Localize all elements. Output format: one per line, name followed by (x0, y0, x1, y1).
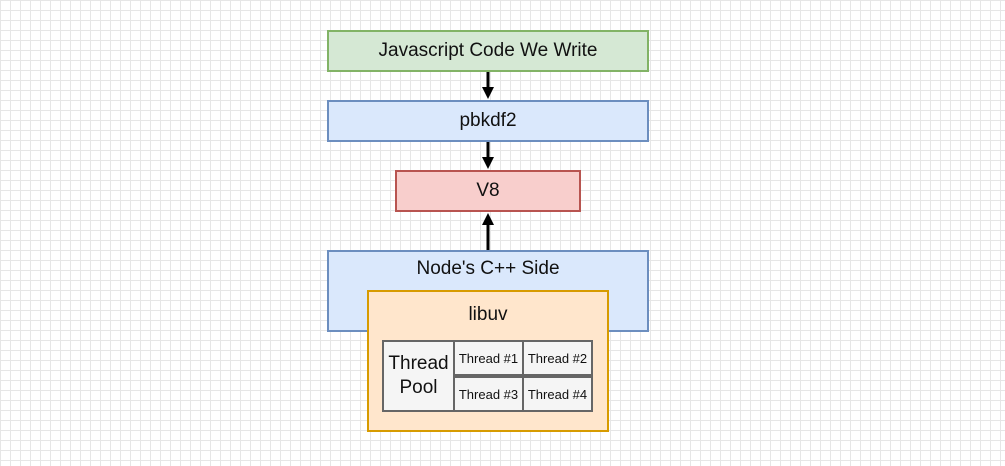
arrow-js-to-pbkdf2 (482, 72, 494, 99)
thread-label-2: Thread #2 (527, 350, 588, 366)
pbkdf2-label: pbkdf2 (459, 110, 517, 131)
thread-label-4: Thread #4 (527, 386, 588, 402)
libuv-label: libuv (468, 304, 508, 325)
thread-pool-label-line2: Pool (399, 377, 438, 398)
thread-cell-2: Thread #2 (522, 340, 593, 376)
thread-cell-3: Thread #3 (453, 376, 524, 412)
v8-box: V8 (395, 170, 581, 212)
pbkdf2-box: pbkdf2 (327, 100, 649, 142)
thread-pool-label-line1: Thread (388, 353, 449, 374)
javascript-code-box: Javascript Code We Write (327, 30, 649, 72)
thread-cell-4: Thread #4 (522, 376, 593, 412)
javascript-code-label: Javascript Code We Write (378, 40, 598, 61)
arrow-pbkdf2-to-v8 (482, 142, 494, 169)
node-cpp-side-label: Node's C++ Side (416, 258, 560, 279)
arrow-node-to-v8 (482, 213, 494, 250)
v8-label: V8 (476, 180, 500, 201)
thread-label-1: Thread #1 (458, 350, 519, 366)
thread-label-3: Thread #3 (458, 386, 519, 402)
